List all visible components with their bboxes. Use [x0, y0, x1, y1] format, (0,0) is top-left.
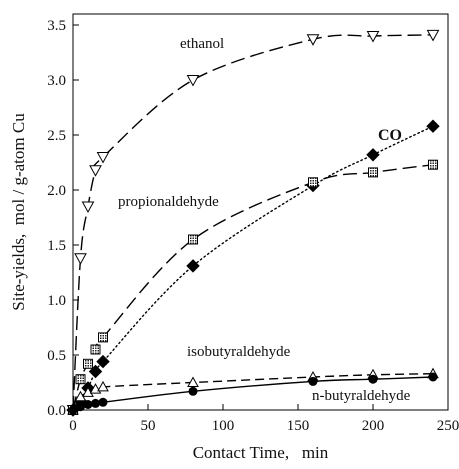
- data-point-isobutyraldehyde: [82, 386, 94, 397]
- annotation-co: CO: [378, 127, 402, 144]
- y-tick-label: 2.5: [47, 128, 66, 144]
- plot-frame: [72, 13, 449, 411]
- annotation-isobutyraldehyde: isobutyraldehyde: [187, 344, 291, 360]
- data-point-n-butyraldehyde: [98, 397, 108, 407]
- data-point-propionaldehyde: [90, 344, 101, 355]
- data-point-n-butyraldehyde: [308, 376, 318, 386]
- data-point-propionaldehyde: [98, 332, 108, 343]
- data-point-ethanol: [89, 165, 102, 177]
- series-co: [66, 119, 440, 417]
- annotation-n-butyraldehyde: n-butyraldehyde: [312, 388, 411, 404]
- series-line-isobutyraldehyde: [72, 373, 434, 411]
- y-tick-label: 3.5: [47, 18, 66, 34]
- x-tick-label: 0: [69, 418, 77, 434]
- data-point-co: [186, 259, 200, 273]
- data-point-n-butyraldehyde: [83, 400, 93, 409]
- data-point-co: [426, 119, 440, 133]
- data-point-isobutyraldehyde: [187, 376, 199, 387]
- x-tick-label: 50: [141, 418, 156, 434]
- data-point-n-butyraldehyde: [188, 386, 198, 396]
- data-point-n-butyraldehyde: [368, 374, 378, 384]
- data-point-ethanol: [426, 29, 440, 42]
- data-point-co: [366, 148, 380, 162]
- data-point-ethanol: [74, 253, 87, 265]
- y-tick-label: 3.0: [47, 73, 66, 89]
- data-point-propionaldehyde: [308, 177, 318, 188]
- data-point-ethanol: [186, 75, 200, 87]
- data-point-n-butyraldehyde: [428, 372, 438, 382]
- x-axis-title: Contact Time, min: [193, 443, 329, 462]
- annotation-propionaldehyde: propionaldehyde: [118, 194, 219, 210]
- data-point-propionaldehyde: [83, 358, 93, 369]
- data-point-co: [96, 354, 110, 369]
- data-point-n-butyraldehyde: [76, 402, 85, 412]
- data-point-propionaldehyde: [75, 374, 86, 385]
- data-point-isobutyraldehyde: [97, 380, 109, 392]
- x-tick-label: 150: [287, 418, 310, 434]
- data-point-n-butyraldehyde: [91, 398, 100, 408]
- y-tick-label: 1.5: [47, 238, 66, 254]
- annotation-ethanol: ethanol: [180, 36, 224, 52]
- y-tick-label: 1.0: [47, 293, 66, 309]
- data-point-ethanol: [96, 152, 110, 164]
- x-tick-label: 250: [437, 418, 459, 434]
- y-tick-label: 2.0: [47, 183, 66, 199]
- y-axis-title: Site-yields, mol / g-atom Cu: [9, 113, 28, 311]
- y-tick-label: 0.0: [47, 403, 66, 419]
- data-point-propionaldehyde: [428, 159, 438, 170]
- series-line-propionaldehyde: [72, 164, 434, 411]
- y-tick-label: 0.5: [47, 348, 66, 364]
- data-point-ethanol: [366, 31, 380, 43]
- data-point-propionaldehyde: [368, 167, 378, 178]
- data-point-ethanol: [306, 34, 320, 46]
- x-tick-label: 200: [362, 418, 385, 434]
- data-point-propionaldehyde: [188, 234, 198, 245]
- series-ethanol: [66, 29, 440, 417]
- data-point-ethanol: [81, 201, 95, 214]
- series-line-co: [72, 125, 434, 411]
- x-tick-label: 100: [212, 418, 235, 434]
